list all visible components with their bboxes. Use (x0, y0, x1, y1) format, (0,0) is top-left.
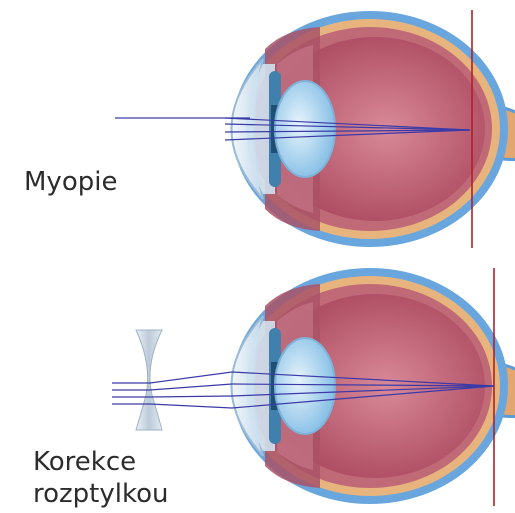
diverging-lens (136, 330, 162, 430)
label-myopia: Myopie (24, 166, 117, 198)
label-correction-line1: Korekce (33, 446, 136, 478)
label-correction-line2: rozptylkou (33, 478, 169, 510)
